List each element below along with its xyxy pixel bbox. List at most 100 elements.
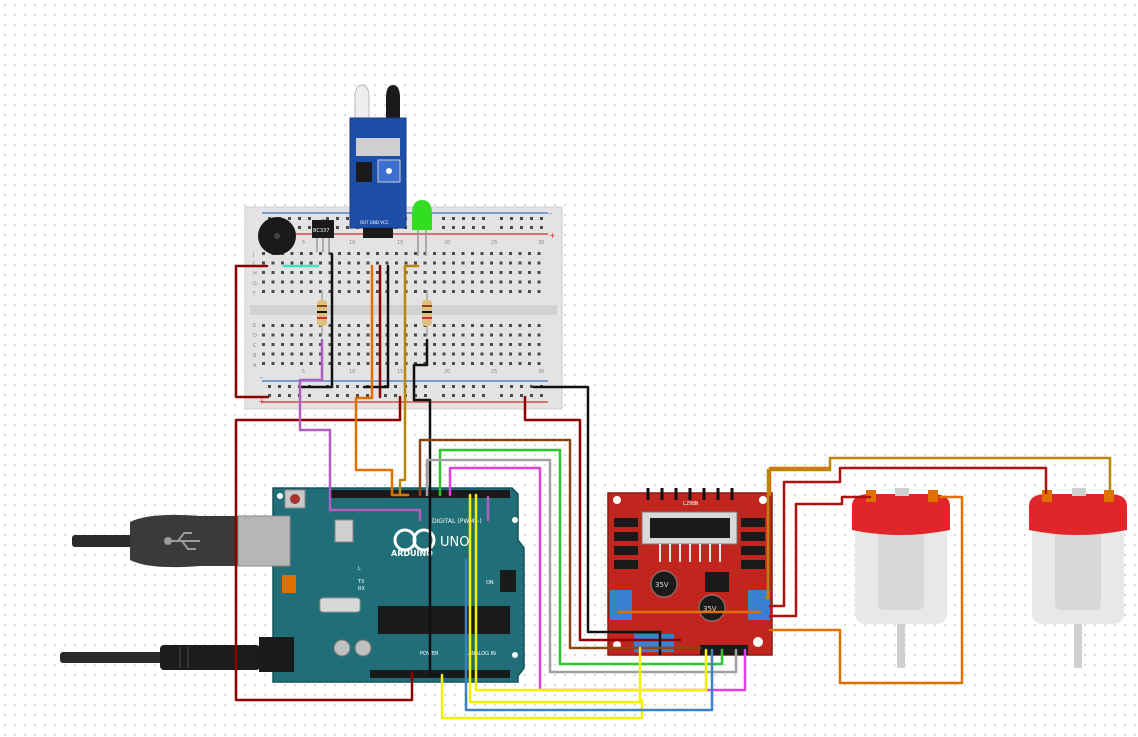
usb-icon (164, 532, 200, 550)
dc-motor-1 (852, 488, 950, 668)
digital-pwm-label: DIGITAL (PWM~) (432, 518, 482, 525)
arduino-uno: DIGITAL (PWM~) ARDUINO UNO POWER ANALOG … (237, 487, 525, 683)
breadboard-row-labels: J I H G F E D C B A (252, 252, 257, 369)
rail-minus-label-bottom: - (260, 373, 263, 382)
on-label: ON (486, 580, 494, 586)
motor-b-terminal[interactable] (748, 590, 770, 620)
motor-2-terminal-right (1104, 490, 1114, 502)
capacitor-1 (333, 639, 351, 657)
ir-pin-labels: OUT GND VCC (360, 220, 389, 225)
wire-black-driver (532, 385, 662, 656)
usb-cable (72, 514, 245, 568)
motor-2-terminal-left (1042, 490, 1052, 502)
arduino-brand-label: ARDUINO (391, 549, 433, 558)
resistor-1 (317, 290, 327, 336)
motor-1-terminal-left (866, 490, 876, 502)
analog-in-label: ANALOG IN (468, 651, 496, 657)
wires (234, 252, 1112, 720)
wire-blue (464, 558, 714, 712)
svg-text:15: 15 (397, 240, 403, 246)
wire-violet-buzzer (298, 338, 422, 522)
voltage-regulator (705, 572, 729, 592)
svg-text:5: 5 (302, 369, 305, 375)
arduino-logo-right (412, 528, 436, 552)
motor-1-cap (852, 494, 950, 535)
breadboard-channel (250, 305, 557, 315)
driver-capacitor-1 (650, 570, 678, 598)
svg-text:B: B (253, 353, 257, 359)
control-pins (700, 645, 748, 655)
svg-text:I: I (253, 261, 254, 267)
svg-text:10: 10 (349, 369, 355, 375)
green-led (412, 200, 432, 256)
svg-text:15: 15 (397, 369, 403, 375)
svg-text:J: J (252, 252, 254, 258)
wire-gold-led (398, 264, 420, 497)
wire-brown (418, 438, 702, 650)
wire-green (438, 448, 724, 666)
ir-header (363, 228, 393, 238)
svg-text:A: A (253, 363, 257, 369)
svg-text:H: H (253, 271, 257, 277)
diodes-left (614, 518, 638, 569)
svg-text:D: D (253, 333, 257, 339)
l-label: L (358, 566, 361, 572)
wire-red-motor-2 (768, 466, 1048, 608)
heatsink-pins (646, 488, 734, 500)
l298n-motor-driver: L298N 35V 35V (607, 488, 773, 656)
polyfuse (282, 575, 296, 593)
chip-label: L298N (683, 501, 698, 507)
dc-plug (160, 645, 260, 670)
crystal (319, 597, 361, 613)
wire-orange-motor-1 (768, 495, 964, 685)
transistor-label: BC337 (313, 228, 329, 234)
diodes-right (741, 518, 765, 569)
arduino-model-label: UNO (440, 535, 469, 550)
wire-orange-motor (768, 466, 832, 497)
svg-text:10: 10 (349, 240, 355, 246)
capacitor-2 (354, 639, 372, 657)
motor-2-shaft (1074, 624, 1082, 668)
resistor-2 (422, 290, 432, 336)
wire-magenta (448, 466, 747, 692)
wire-gray (425, 458, 738, 674)
motor-1-terminal-right (928, 490, 938, 502)
icsp-header (334, 519, 354, 543)
dc-cable-wire (60, 652, 170, 663)
dc-motor-2 (1029, 488, 1127, 668)
rail-minus-label: - (549, 209, 552, 218)
ir-sensor-module: OUT GND VCC (349, 84, 407, 238)
wire-red-5v (234, 395, 414, 702)
svg-text:25: 25 (491, 369, 497, 375)
rail-plus-label-bottom: + (258, 397, 265, 406)
rail-plus-label: + (549, 231, 556, 240)
ir-emitter-led (354, 84, 370, 119)
svg-text:E: E (253, 323, 256, 329)
dc-jack (259, 637, 294, 672)
wire-orange-ir-out (354, 264, 410, 497)
ir-receiver-led (386, 85, 400, 118)
ir-sensor-chip (356, 162, 372, 182)
wire-red-buzzer (234, 264, 270, 399)
wire-gold-motor-2 (764, 456, 1112, 600)
l298n-chip (650, 518, 730, 538)
motor-1-shaft (897, 624, 905, 668)
wire-black-gnd (412, 385, 444, 677)
wire-red-motor-1 (768, 495, 872, 618)
motor-a-terminal[interactable] (610, 590, 632, 620)
svg-text:35V: 35V (703, 605, 717, 613)
svg-text:30: 30 (538, 240, 544, 246)
svg-text:20: 20 (444, 240, 450, 246)
usb-b-connector (237, 515, 291, 567)
reset-button[interactable] (290, 494, 300, 504)
transistor: BC337 (312, 219, 334, 252)
svg-text:5: 5 (302, 240, 305, 246)
svg-text:C: C (253, 343, 257, 349)
wire-yellow-2 (474, 493, 708, 692)
rx-label: RX (358, 586, 365, 592)
wire-yellow-1 (468, 493, 642, 704)
dc-power-cable (60, 645, 260, 670)
atmega-chip (378, 606, 510, 634)
wire-red-driver (523, 395, 682, 642)
